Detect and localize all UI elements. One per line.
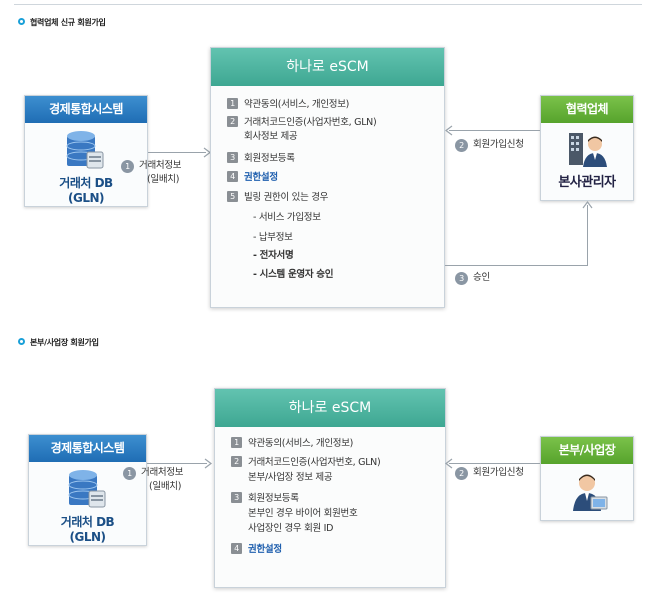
hq-branch-box: 본부/사업장 xyxy=(540,436,634,521)
escm-title: 하나로 eSCM xyxy=(211,48,444,86)
escm-main-box: 하나로 eSCM xyxy=(210,47,445,308)
top-divider xyxy=(14,4,642,5)
arrow-head-icon xyxy=(582,201,593,209)
escm-main-box: 하나로 eSCM xyxy=(214,388,446,588)
escm-title: 하나로 eSCM xyxy=(215,389,445,427)
arrow-head-icon xyxy=(445,458,453,469)
db-label: 거래처 DB xyxy=(59,176,113,190)
arrow-line xyxy=(449,130,540,131)
arrow-line xyxy=(587,205,588,266)
arrow-line xyxy=(148,152,206,153)
box-title: 본부/사업장 xyxy=(541,437,633,464)
billing-subitem: - 전자서명 xyxy=(253,250,294,261)
gln-label: (GLN) xyxy=(67,191,105,205)
billing-subitem: - 납부정보 xyxy=(253,232,293,243)
step-item-detail: 본부/사업장 정보 제공 xyxy=(248,472,333,483)
section-bullet-icon xyxy=(18,18,25,25)
section-title: 협력업체 신규 회원가입 xyxy=(30,18,106,27)
arrow-head-icon xyxy=(204,458,212,469)
box-title: 협력업체 xyxy=(541,96,633,123)
arrow1-sublabel: (일배치) xyxy=(147,174,180,185)
billing-subitem: - 서비스 가입정보 xyxy=(253,212,321,223)
step-item-detail: 본부인 경우 바이어 회원번호 xyxy=(248,508,358,519)
manager-label: 본사관리자 xyxy=(558,175,616,190)
arrow-line xyxy=(449,463,540,464)
integrated-system-box: 경제통합시스템 거래처 DB (GLN) xyxy=(24,95,148,207)
gln-label: (GLN) xyxy=(69,530,106,544)
section-bullet-icon xyxy=(18,338,25,345)
database-icon xyxy=(68,470,106,508)
arrow-line xyxy=(445,265,588,266)
arrow1-sublabel: (일배치) xyxy=(149,481,182,492)
user-computer-icon xyxy=(573,474,608,511)
billing-subitem: - 시스템 운영자 승인 xyxy=(253,269,334,280)
arrow-line xyxy=(147,463,207,464)
step-item-detail: 회사정보 제공 xyxy=(244,131,298,142)
partner-box: 협력업체 본사관리자 xyxy=(540,95,634,201)
database-icon xyxy=(66,131,104,169)
box-title: 경제통합시스템 xyxy=(29,435,146,462)
step-item-detail: 사업장인 경우 회원 ID xyxy=(248,523,334,534)
db-label: 거래처 DB xyxy=(60,515,115,529)
manager-icon xyxy=(569,133,607,167)
box-title: 경제통합시스템 xyxy=(25,96,147,123)
arrow-head-icon xyxy=(445,125,453,136)
integrated-system-box: 경제통합시스템 거래처 DB (GLN) xyxy=(28,434,147,546)
section-title: 본부/사업장 회원가입 xyxy=(30,338,99,347)
